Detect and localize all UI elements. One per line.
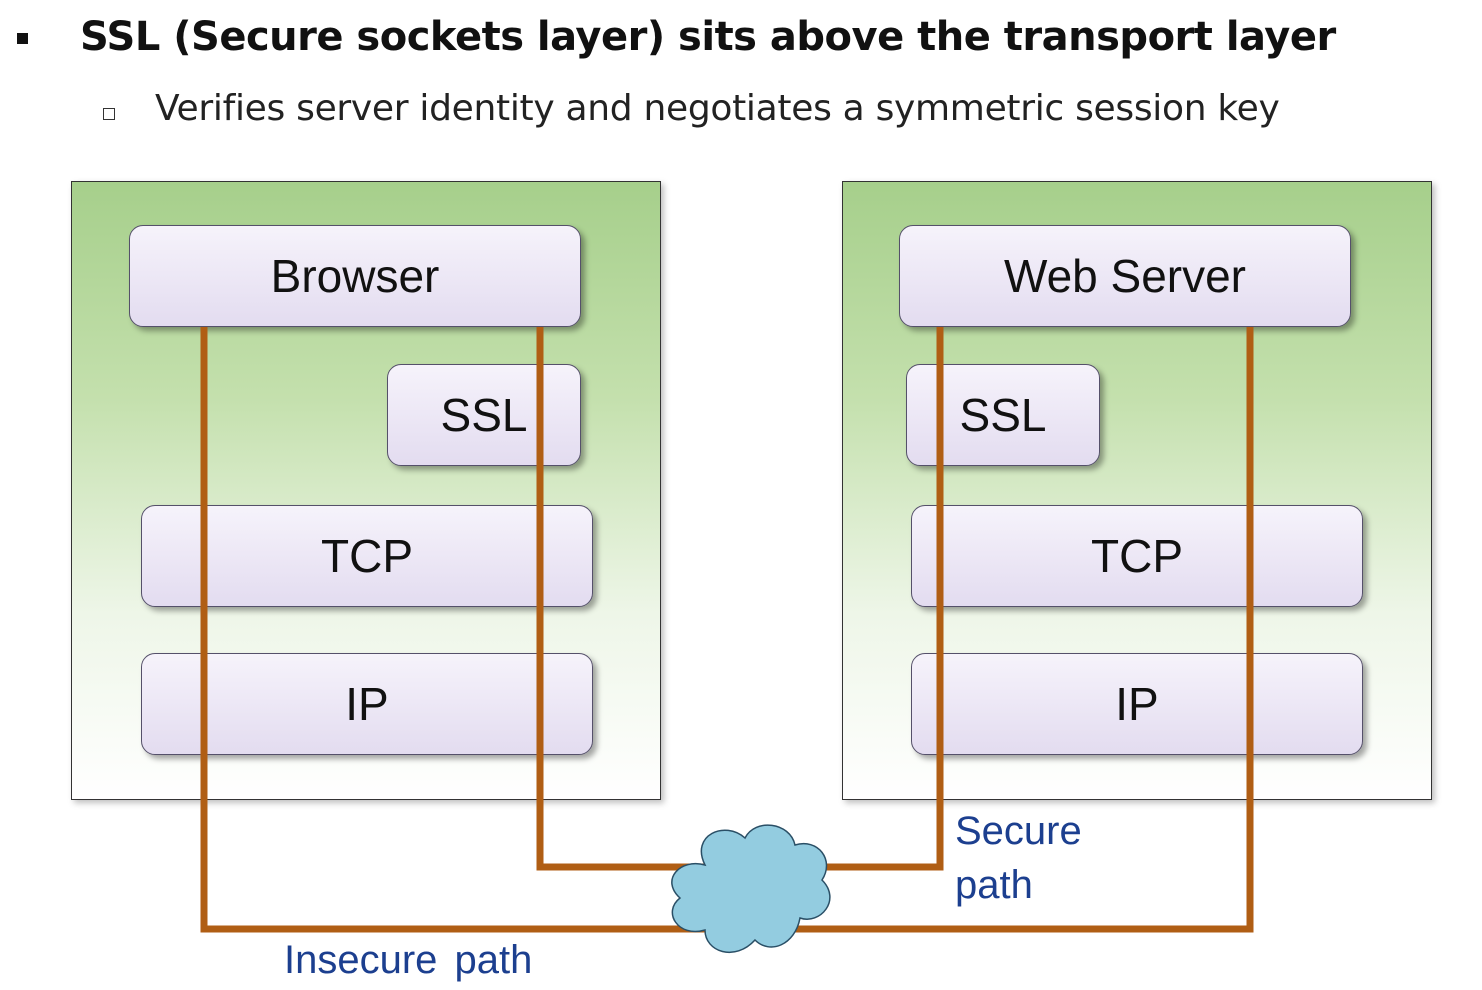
subtitle-bullet-icon <box>103 108 115 120</box>
client-host-panel: Browser SSL TCP IP <box>71 181 661 800</box>
client-ip-box: IP <box>141 653 593 755</box>
slide-title: SSL (Secure sockets layer) sits above th… <box>80 14 1336 60</box>
browser-box: Browser <box>129 225 581 327</box>
web-server-box: Web Server <box>899 225 1351 327</box>
title-bullet-icon <box>17 33 28 44</box>
server-ip-box: IP <box>911 653 1363 755</box>
slide-subtitle: Verifies server identity and negotiates … <box>155 88 1280 129</box>
client-tcp-box: TCP <box>141 505 593 607</box>
server-tcp-box: TCP <box>911 505 1363 607</box>
network-cloud-icon <box>671 824 831 954</box>
secure-path-label: Secure path <box>955 804 1082 912</box>
client-ssl-box: SSL <box>387 364 581 466</box>
secure-label-line2: path <box>955 863 1033 907</box>
secure-path-line <box>536 327 944 871</box>
secure-label-line1: Secure <box>955 809 1082 853</box>
insecure-path-label: Insecure path <box>284 938 533 982</box>
